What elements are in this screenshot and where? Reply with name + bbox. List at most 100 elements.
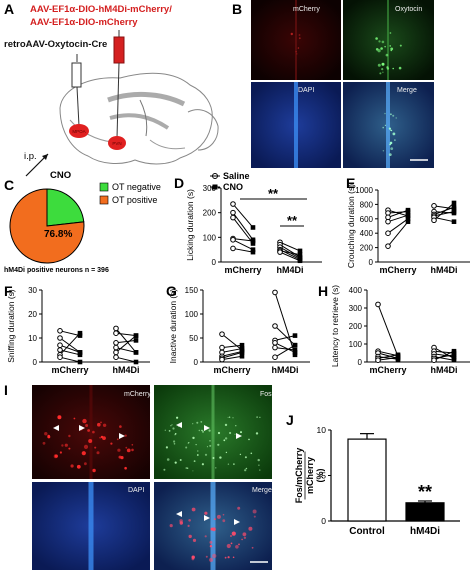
cell-dot	[256, 416, 258, 418]
retro-virus-label: retroAAV-Oxytocin-Cre	[4, 39, 107, 50]
paired-line	[433, 211, 455, 217]
cell-dot	[390, 113, 392, 116]
paired-line	[433, 202, 455, 221]
cno-point	[250, 241, 256, 246]
cell-dot	[216, 514, 221, 519]
cell-dot	[224, 423, 228, 427]
cno-point	[451, 348, 457, 354]
cell-dot	[243, 536, 247, 539]
cell-dot	[168, 430, 171, 432]
y-axis-label: Crouching duration (s)	[346, 184, 356, 268]
cell-dot	[192, 423, 194, 425]
bar-hm4di	[405, 502, 445, 522]
cell-dot	[116, 438, 119, 441]
cell-dot	[394, 139, 396, 141]
saline-point	[272, 323, 278, 329]
cno-point	[292, 350, 298, 355]
y-axis-label-numerator: Fos/mCherry	[294, 448, 304, 504]
sig-mark: **	[418, 482, 432, 502]
paired-line	[59, 356, 81, 363]
cell-dot	[384, 112, 386, 115]
y-tick-label: 10	[317, 425, 327, 435]
paired-line	[279, 251, 301, 262]
cell-dot	[298, 34, 301, 36]
cno-point	[77, 359, 83, 365]
cell-dot	[125, 446, 128, 449]
cell-dot	[385, 53, 389, 57]
cno-point	[292, 347, 298, 353]
y-tick-label: 600	[360, 215, 374, 224]
saline-point	[113, 330, 119, 337]
cell-dot	[97, 422, 101, 427]
panel-letter: J	[286, 412, 294, 428]
cell-dot	[100, 421, 102, 424]
cell-dot	[381, 40, 385, 44]
cell-dot	[237, 506, 241, 510]
saline-point	[57, 335, 63, 341]
x-category-label: hM4Di	[410, 526, 440, 537]
cell-dot	[234, 433, 236, 435]
paired-line	[221, 351, 243, 359]
saline-point	[113, 344, 119, 351]
cno-point	[451, 357, 457, 363]
saline-point	[57, 354, 63, 361]
arrowhead-icon	[176, 422, 182, 428]
cell-dot	[389, 141, 393, 145]
paired-line	[433, 216, 455, 223]
cell-dot	[188, 519, 191, 522]
cell-dot	[223, 439, 226, 442]
paired-line	[279, 250, 301, 256]
y-axis-label: Inactive duration (s)	[168, 289, 178, 364]
cell-dot	[380, 47, 383, 50]
paired-line	[274, 325, 296, 346]
panel-c: C 76.8% OT negative OT positive hM4Di po…	[4, 177, 161, 274]
cell-dot	[44, 432, 48, 436]
arrowhead-icon	[53, 425, 59, 431]
cell-dot	[398, 66, 402, 70]
paired-line	[433, 354, 455, 359]
cno-point	[77, 330, 83, 336]
cell-dots-i	[42, 415, 261, 563]
panel-b: B mCherry Oxytocin DAPI Merge	[232, 0, 434, 168]
cell-dot	[241, 538, 243, 541]
saline-point	[230, 245, 236, 252]
image-label-dapi: DAPI	[298, 87, 314, 94]
image-label-fos: Fos	[260, 391, 272, 398]
image-label-oxytocin: Oxytocin	[395, 6, 422, 13]
cell-dots-b	[290, 32, 402, 157]
y-tick-label: 0	[369, 258, 374, 267]
cell-dot	[81, 451, 86, 456]
cell-dot	[384, 46, 386, 48]
cell-dot	[185, 446, 188, 449]
cell-dot	[252, 509, 257, 514]
cell-dot	[68, 434, 71, 438]
saline-point	[57, 347, 63, 353]
paired-line	[279, 244, 301, 258]
x-category-label: mCherry	[213, 365, 250, 375]
paired-line	[115, 339, 137, 344]
cell-dot	[297, 47, 300, 49]
cell-dot	[242, 532, 247, 537]
cell-dot	[225, 451, 228, 454]
cno-point	[292, 342, 298, 348]
x-category-label: hM4Di	[113, 365, 140, 375]
cell-dot	[163, 468, 166, 471]
paired-line	[274, 342, 296, 353]
cell-dot	[290, 32, 293, 36]
cell-dot	[212, 457, 215, 459]
cell-dot	[169, 524, 173, 528]
cno-point	[395, 355, 401, 360]
cell-dot	[54, 454, 58, 458]
cell-dot	[87, 429, 90, 432]
cell-dot	[205, 555, 208, 558]
cell-dot	[214, 518, 216, 520]
cell-dot	[170, 425, 172, 427]
y-tick-label: 5	[321, 471, 326, 481]
cno-point	[297, 258, 303, 264]
x-category-label: mCherry	[51, 365, 88, 375]
cno-point	[292, 333, 298, 338]
cell-dot	[191, 557, 195, 561]
cell-dot	[379, 72, 382, 75]
